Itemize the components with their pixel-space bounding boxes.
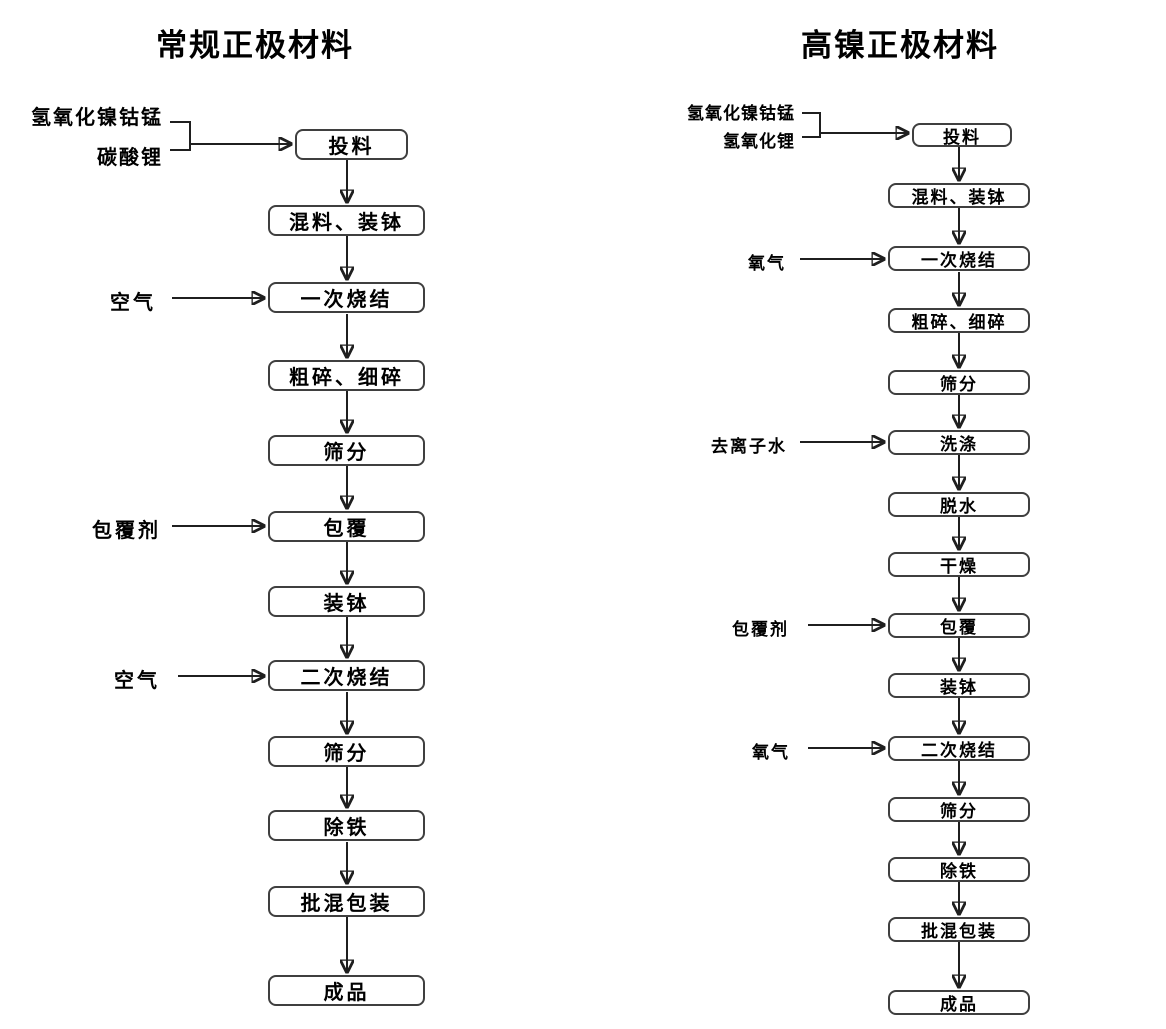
left-input-bracket [170,121,291,151]
right-input-label-lithium-hydroxide: 氢氧化锂 [723,132,795,151]
right-flow-step-washing: 洗涤 [888,430,1030,455]
right-flow-step-sieving-1: 筛分 [888,370,1030,395]
left-flow-step-sagger-loading: 装钵 [268,586,425,617]
right-side-label-oxygen-1: 氧气 [748,254,786,273]
right-flow-step-first-sintering: 一次烧结 [888,246,1030,271]
right-flow-step-drying: 干燥 [888,552,1030,577]
left-input-label-lithium-carbonate: 碳酸锂 [97,147,163,169]
right-input-label-hydroxide: 氢氧化镍钴锰 [687,104,795,123]
right-side-label-deionized-water: 去离子水 [711,437,787,456]
right-flow-step-dewatering: 脱水 [888,492,1030,517]
right-flow-step-mixing-sagger: 混料、装钵 [888,183,1030,208]
left-side-label-air-1: 空气 [110,292,156,314]
right-side-label-coating-agent: 包覆剂 [732,620,789,639]
left-flow-step-mixing-sagger: 混料、装钵 [268,205,425,236]
right-flow-step-batch-packing: 批混包装 [888,917,1030,942]
right-flow-step-feeding: 投料 [912,123,1012,147]
right-flow-step-coating: 包覆 [888,613,1030,638]
left-diagram-title: 常规正极材料 [156,28,354,63]
right-flow-step-second-sintering: 二次烧结 [888,736,1030,761]
right-side-input-arrows [800,259,884,748]
left-side-input-arrows [172,298,264,676]
right-input-bracket [802,112,908,138]
right-flow-step-crushing: 粗碎、细碎 [888,308,1030,333]
left-flow-step-sieving-2: 筛分 [268,736,425,767]
left-side-label-air-2: 空气 [114,670,160,692]
left-input-label-hydroxide: 氢氧化镍钴锰 [31,107,163,129]
right-flow-step-iron-removal: 除铁 [888,857,1030,882]
left-flow-step-finished-product: 成品 [268,975,425,1006]
left-flow-step-sieving-1: 筛分 [268,435,425,466]
right-diagram-title: 高镍正极材料 [801,28,999,63]
left-flow-step-second-sintering: 二次烧结 [268,660,425,691]
right-flow-step-sieving-2: 筛分 [888,797,1030,822]
left-side-label-coating-agent: 包覆剂 [92,520,161,542]
left-flow-step-batch-packing: 批混包装 [268,886,425,917]
left-flow-step-first-sintering: 一次烧结 [268,282,425,313]
right-flow-step-finished-product: 成品 [888,990,1030,1015]
right-side-label-oxygen-2: 氧气 [752,743,790,762]
left-flow-step-crushing: 粗碎、细碎 [268,360,425,391]
left-flow-step-feeding: 投料 [295,129,408,160]
left-flow-step-iron-removal: 除铁 [268,810,425,841]
left-flow-step-coating: 包覆 [268,511,425,542]
right-flow-step-sagger-loading: 装钵 [888,673,1030,698]
